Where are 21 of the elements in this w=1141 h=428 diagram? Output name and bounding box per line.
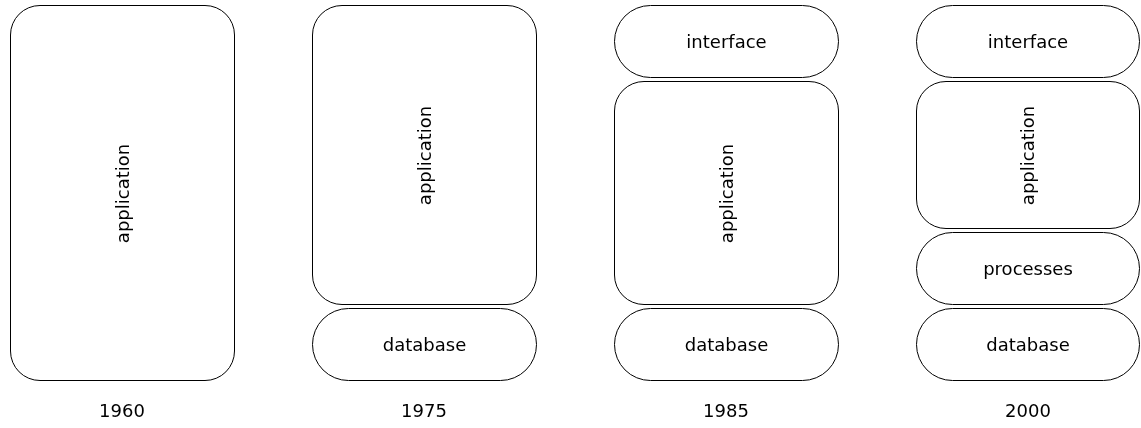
year-label: 1975 [400, 400, 448, 421]
layer-label: application [414, 105, 435, 205]
layer-label: interface [686, 31, 767, 52]
year-label: 1985 [702, 400, 750, 421]
layer-label: application [112, 143, 133, 243]
layer-label: database [986, 334, 1070, 355]
layer-label: interface [987, 31, 1069, 52]
year-label: 1960 [98, 400, 146, 421]
year-label: 2000 [1004, 400, 1052, 421]
layer-label: database [684, 334, 769, 355]
rounded-box [916, 5, 1140, 78]
layer-label: application [1017, 105, 1039, 205]
rounded-box [916, 308, 1140, 381]
layer-label: application [716, 143, 737, 243]
layer-label: processes [983, 258, 1073, 279]
rounded-box [916, 81, 1140, 229]
rounded-box [916, 232, 1140, 305]
layer-label: database [382, 334, 467, 355]
rounded-box [10, 5, 235, 381]
rounded-box [312, 5, 537, 305]
rounded-box [614, 81, 839, 305]
